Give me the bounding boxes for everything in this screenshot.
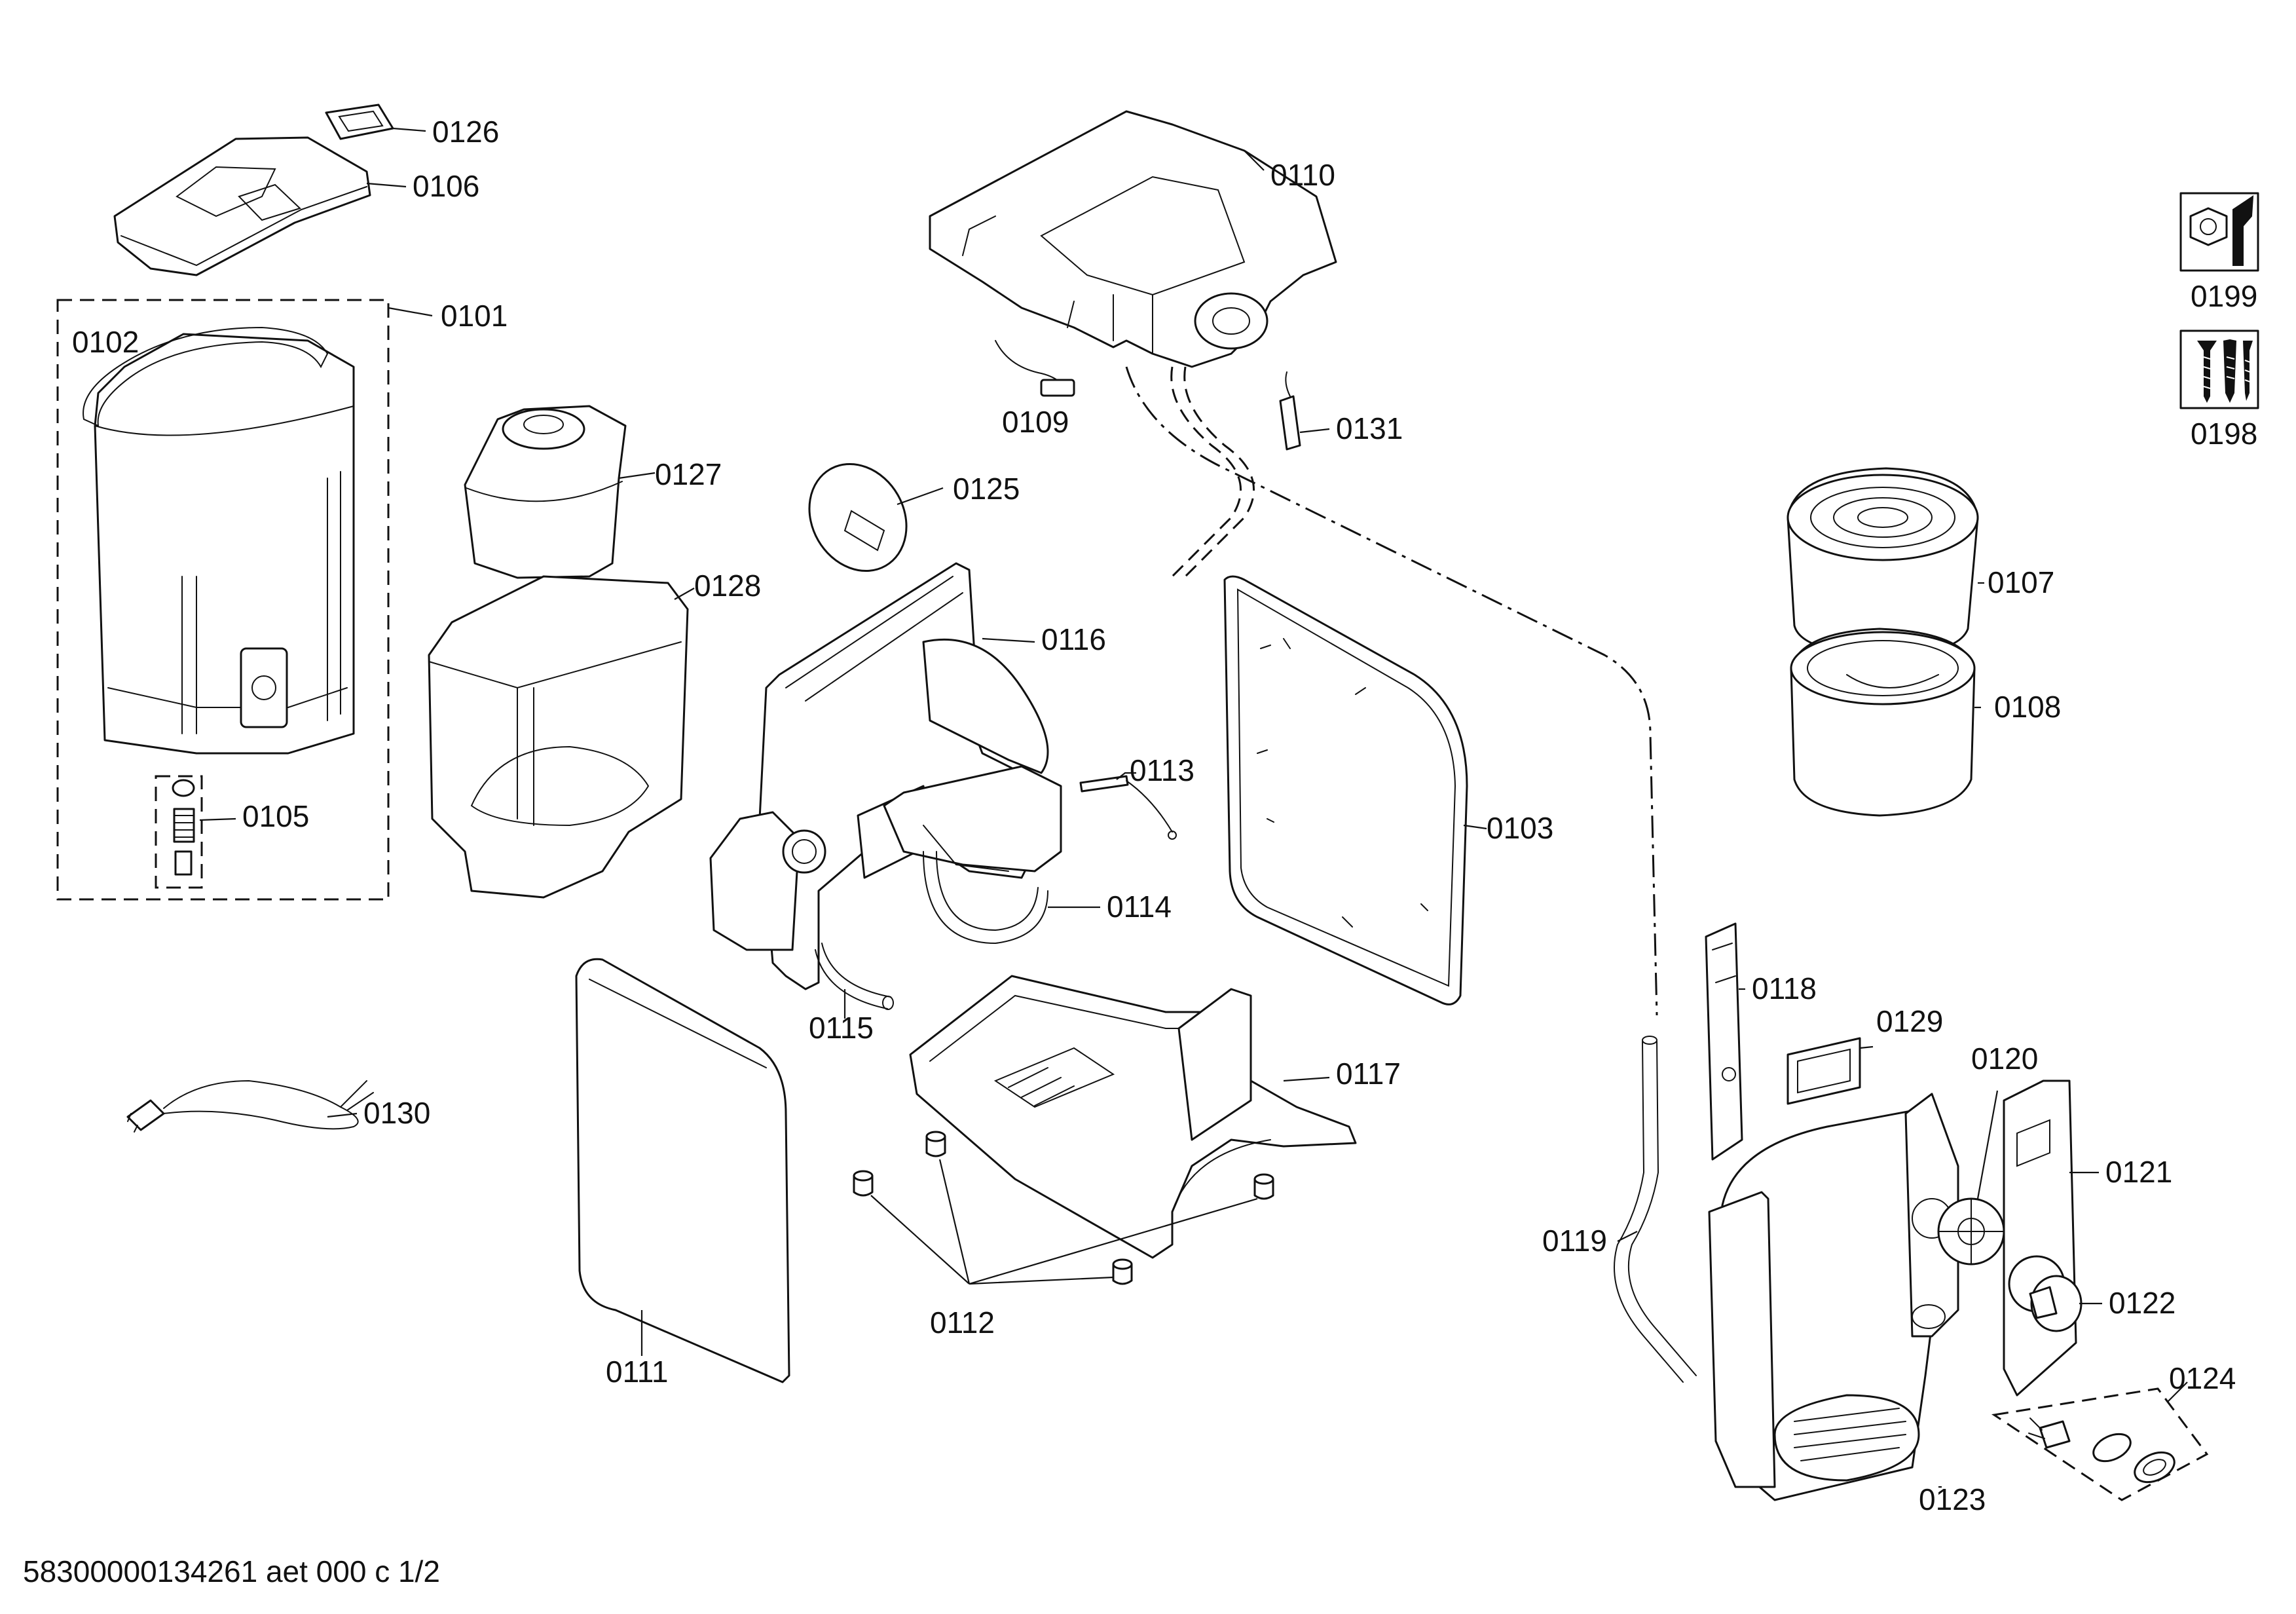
part-0117-drawing <box>909 975 1357 1259</box>
part-0115-drawing <box>815 943 894 1019</box>
part-0123-drawing <box>1708 1093 1959 1501</box>
label-0110: 0110 <box>1270 158 1335 192</box>
part-0129-drawing <box>1787 1037 1874 1105</box>
label-0117: 0117 <box>1336 1057 1401 1091</box>
part-0103-drawing <box>1223 575 1487 1005</box>
part-0116-drawing <box>709 562 1062 990</box>
label-0130: 0130 <box>363 1096 430 1130</box>
label-0113: 0113 <box>1130 753 1194 787</box>
label-0123: 0123 <box>1919 1482 1986 1516</box>
label-0119: 0119 <box>1542 1224 1607 1258</box>
label-0129: 0129 <box>1876 1004 1943 1038</box>
part-0121-drawing <box>2003 1079 2099 1397</box>
part-0106-drawing <box>113 136 407 276</box>
part-0119-drawing <box>1614 1036 1697 1383</box>
label-0125: 0125 <box>953 472 1020 506</box>
label-0101: 0101 <box>441 299 508 333</box>
label-0105: 0105 <box>242 799 309 833</box>
part-0128-drawing <box>428 575 695 899</box>
screws-icon <box>2179 329 2259 409</box>
label-0131: 0131 <box>1336 411 1403 445</box>
label-0118: 0118 <box>1752 971 1817 1005</box>
part-0118-drawing <box>1705 922 1745 1161</box>
label-0122: 0122 <box>2109 1286 2176 1320</box>
label-0124: 0124 <box>2169 1361 2236 1395</box>
part-0122-drawing <box>2029 1275 2102 1332</box>
part-0112-drawing <box>853 1131 1274 1285</box>
label-0111: 0111 <box>606 1355 669 1389</box>
part-0110-drawing <box>929 110 1658 1016</box>
part-0130-drawing <box>126 1079 374 1133</box>
label-0126: 0126 <box>432 115 499 149</box>
label-0198: 0198 <box>2191 417 2257 451</box>
nut-and-wrench-icon <box>2179 192 2259 272</box>
label-0107: 0107 <box>1988 565 2054 599</box>
label-0121: 0121 <box>2105 1155 2172 1189</box>
label-0112: 0112 <box>930 1305 995 1340</box>
label-0115: 0115 <box>809 1011 874 1045</box>
part-0114-drawing <box>923 851 1100 945</box>
label-0127: 0127 <box>655 457 722 491</box>
label-0120: 0120 <box>1971 1042 2038 1076</box>
label-0108: 0108 <box>1994 690 2061 724</box>
part-0111-drawing <box>575 958 790 1383</box>
label-0109: 0109 <box>1002 405 1069 439</box>
part-0101-0102-drawing <box>56 299 433 901</box>
part-0107-drawing <box>1787 467 1984 656</box>
label-0128: 0128 <box>694 569 761 603</box>
part-0124-drawing <box>1991 1381 2209 1501</box>
label-0116: 0116 <box>1041 622 1106 656</box>
part-0127-drawing <box>464 405 656 579</box>
label-0114: 0114 <box>1107 890 1172 924</box>
label-0102: 0102 <box>72 325 139 359</box>
part-0113-drawing <box>1079 772 1177 840</box>
part-0108-drawing <box>1790 628 1981 817</box>
document-footer: 58300000134261 aet 000 c 1/2 <box>23 1554 440 1588</box>
label-0199: 0199 <box>2191 279 2257 313</box>
part-0126-drawing <box>325 103 426 140</box>
label-0103: 0103 <box>1487 811 1553 845</box>
part-0125-drawing <box>808 462 944 572</box>
label-0106: 0106 <box>413 169 479 203</box>
